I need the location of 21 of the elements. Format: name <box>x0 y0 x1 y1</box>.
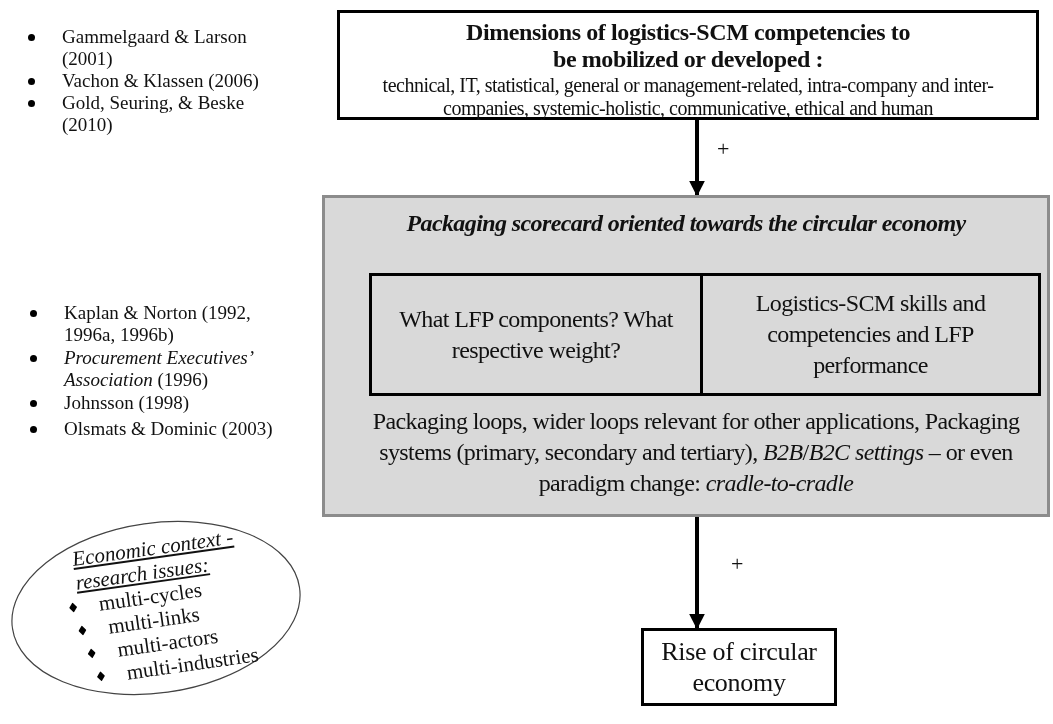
reference-text: Procurement Executives’ Association (1996) <box>64 347 254 391</box>
reference-text: Johnsson (1998) <box>64 392 191 414</box>
arrow <box>689 120 705 197</box>
box-heading: Dimensions of logistics-SCM competencies to be mobilized or developed : <box>464 19 912 73</box>
panel-text: Packaging loops, wider loops relevant for other applications, Packaging systems (primary, secondary and tertiary), B2B/B2C settings – or even paradigm change: cradle-to-cradle <box>371 407 1021 498</box>
reference-text: Kaplan & Norton (1992, 1996a, 1996b) <box>64 302 252 346</box>
reference-text: Olsmats & Dominic (2003) <box>64 418 274 440</box>
question-box <box>369 273 703 396</box>
question-box <box>703 273 1041 396</box>
reference-text: Gold, Seuring, & Beske (2010) <box>62 92 246 136</box>
reference-text: Vachon & Klassen (2006) <box>62 70 260 92</box>
reference-text: Gammelgaard & Larson (2001) <box>62 26 248 70</box>
box-text: What LFP components? What respective weight? <box>398 304 675 365</box>
outcome-box <box>641 628 837 706</box>
scorecard-panel <box>322 195 1050 517</box>
process-box <box>337 10 1039 120</box>
box-text: Logistics-SCM skills and competencies and LFP performance <box>754 289 987 380</box>
arrow <box>689 517 705 630</box>
box-text: technical, IT, statistical, general or management-related, intra-company and inter-companies, systemic-holistic, communicative, ethical and human <box>381 74 995 120</box>
box-text: Rise of circular economy <box>660 636 818 698</box>
panel-heading: Packaging scorecard oriented towards the circular economy <box>405 210 967 237</box>
